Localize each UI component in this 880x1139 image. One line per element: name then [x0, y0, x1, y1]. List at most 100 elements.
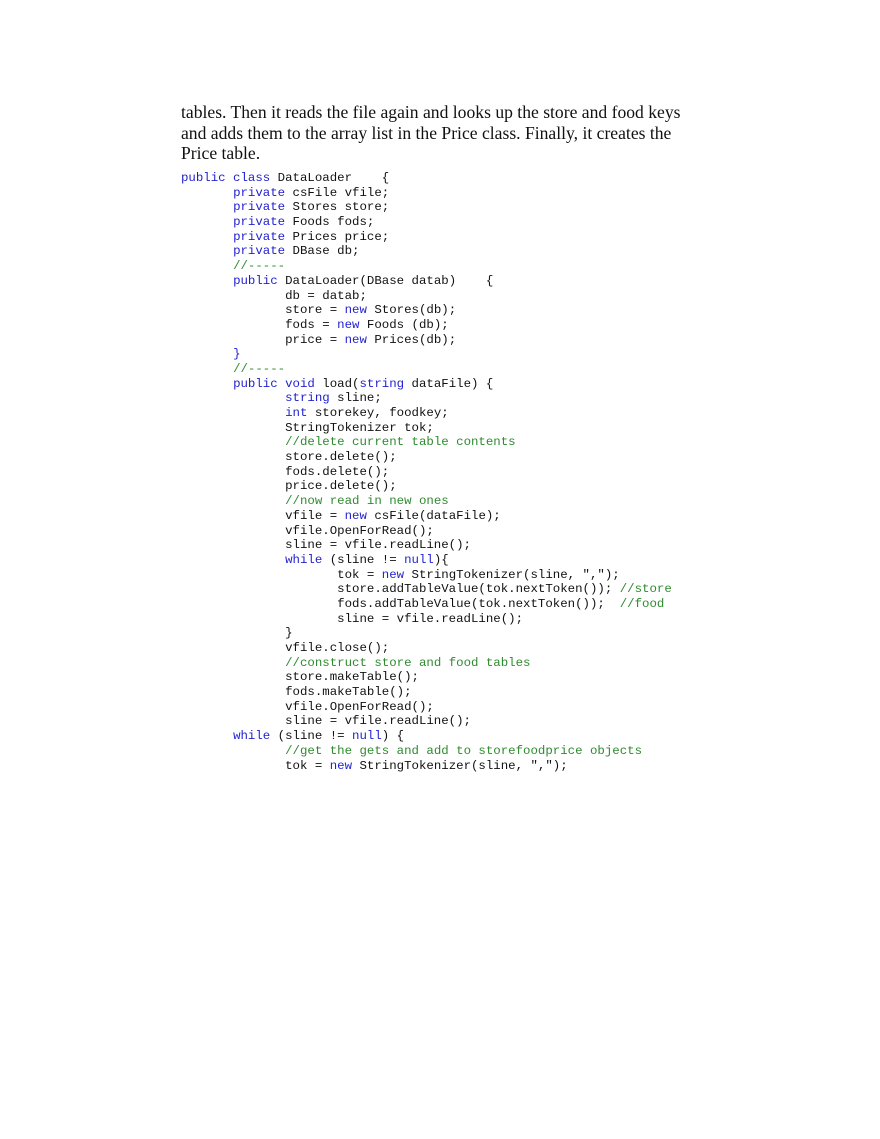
code-text — [181, 656, 285, 670]
code-line: public class DataLoader { — [181, 171, 781, 186]
code-text: storekey, foodkey; — [307, 406, 449, 420]
code-text: (sline != — [270, 729, 353, 744]
code-text: Foods fods; — [285, 215, 375, 230]
code-comment: //----- — [233, 361, 286, 376]
code-text: Foods (db); — [359, 317, 449, 332]
code-text: sline; — [329, 391, 382, 406]
code-text: } — [181, 626, 293, 641]
code-text: vfile.OpenForRead(); — [181, 699, 434, 714]
code-text — [181, 186, 233, 200]
code-keyword: private — [233, 244, 286, 259]
code-text: StringTokenizer(sline, ","); — [404, 567, 620, 582]
paragraph-line: tables. Then it reads the file again and… — [181, 102, 681, 122]
code-text: store.makeTable(); — [181, 670, 419, 685]
code-text: DataLoader { — [270, 171, 390, 185]
code-text: vfile.OpenForRead(); — [181, 523, 434, 538]
code-text: load( — [314, 376, 360, 391]
code-line: sline = vfile.readLine(); — [181, 714, 781, 729]
code-text — [181, 200, 233, 214]
code-text — [181, 553, 285, 567]
code-keyword: public void — [233, 376, 315, 391]
code-comment: //----- — [233, 259, 286, 274]
code-text: csFile(dataFile); — [366, 508, 501, 523]
code-text — [181, 274, 233, 288]
code-text: StringTokenizer tok; — [181, 420, 434, 435]
code-line: sline = vfile.readLine(); — [181, 612, 781, 627]
code-line: private Stores store; — [181, 200, 781, 215]
code-text: (sline != — [322, 552, 405, 567]
code-text: fods.delete(); — [181, 464, 390, 479]
code-line: int storekey, foodkey; — [181, 406, 781, 421]
code-line: //----- — [181, 259, 781, 274]
code-keyword: new — [329, 758, 353, 773]
code-comment: //construct store and food tables — [285, 655, 531, 670]
code-text: ) { — [381, 729, 405, 744]
paragraph-line: Price table. — [181, 143, 261, 163]
code-line: fods.makeTable(); — [181, 685, 781, 700]
code-comment: //store — [619, 582, 672, 597]
code-line: } — [181, 347, 781, 362]
code-text — [181, 744, 285, 758]
code-text: fods.addTableValue(tok.nextToken()); — [181, 596, 620, 611]
code-line: public DataLoader(DBase datab) { — [181, 274, 781, 289]
code-keyword: new — [337, 317, 360, 332]
code-keyword: while — [285, 552, 323, 567]
code-text: ){ — [433, 552, 449, 567]
code-line: private DBase db; — [181, 244, 781, 259]
code-text: tok = — [181, 567, 382, 582]
code-text: db = datab; — [181, 288, 367, 303]
code-text: price.delete(); — [181, 479, 397, 494]
code-keyword: public class — [181, 171, 271, 185]
code-text: sline = vfile.readLine(); — [181, 714, 471, 729]
code-line: while (sline != null){ — [181, 553, 781, 568]
code-keyword: string — [359, 376, 405, 391]
code-text: sline = vfile.readLine(); — [181, 611, 524, 626]
code-keyword: null — [352, 729, 382, 744]
code-text: sline = vfile.readLine(); — [181, 538, 471, 553]
code-text: store.delete(); — [181, 450, 397, 465]
code-line: } — [181, 626, 781, 641]
code-comment: //now read in new ones — [285, 494, 449, 509]
code-keyword: private — [233, 215, 286, 230]
code-keyword: int — [285, 406, 308, 420]
code-line: vfile.close(); — [181, 641, 781, 656]
code-text — [181, 230, 233, 244]
code-text — [181, 406, 285, 420]
code-line: store.addTableValue(tok.nextToken()); //… — [181, 582, 781, 597]
code-line: //now read in new ones — [181, 494, 781, 509]
code-line: private csFile vfile; — [181, 186, 781, 201]
code-line: //get the gets and add to storefoodprice… — [181, 744, 781, 759]
code-line: vfile.OpenForRead(); — [181, 700, 781, 715]
code-comment: //delete current table contents — [285, 435, 516, 450]
code-line: tok = new StringTokenizer(sline, ","); — [181, 568, 781, 583]
code-keyword: new — [344, 303, 367, 318]
code-line: //delete current table contents — [181, 435, 781, 450]
code-text — [181, 362, 233, 376]
code-line: while (sline != null) { — [181, 729, 781, 744]
code-keyword: while — [233, 729, 271, 744]
code-text: store = — [181, 303, 345, 318]
code-keyword: private — [233, 200, 286, 215]
code-line: fods = new Foods (db); — [181, 318, 781, 333]
code-text: Prices price; — [285, 229, 390, 244]
code-line: db = datab; — [181, 289, 781, 304]
body-paragraph: tables. Then it reads the file again and… — [181, 102, 741, 164]
code-line: store.makeTable(); — [181, 670, 781, 685]
code-line: tok = new StringTokenizer(sline, ","); — [181, 759, 781, 774]
code-text — [181, 435, 285, 449]
code-line: fods.addTableValue(tok.nextToken()); //f… — [181, 597, 781, 612]
code-line: price.delete(); — [181, 479, 781, 494]
code-line: price = new Prices(db); — [181, 333, 781, 348]
code-keyword: new — [344, 508, 367, 523]
code-text — [181, 391, 285, 405]
code-text: vfile = — [181, 508, 345, 523]
code-line: fods.delete(); — [181, 465, 781, 480]
code-keyword: new — [381, 567, 405, 582]
code-text: store.addTableValue(tok.nextToken()); — [181, 582, 620, 597]
code-text — [181, 215, 233, 229]
code-text — [181, 729, 233, 743]
code-text: csFile vfile; — [285, 185, 390, 200]
code-comment: //get the gets and add to storefoodprice… — [285, 743, 643, 758]
code-line: //----- — [181, 362, 781, 377]
